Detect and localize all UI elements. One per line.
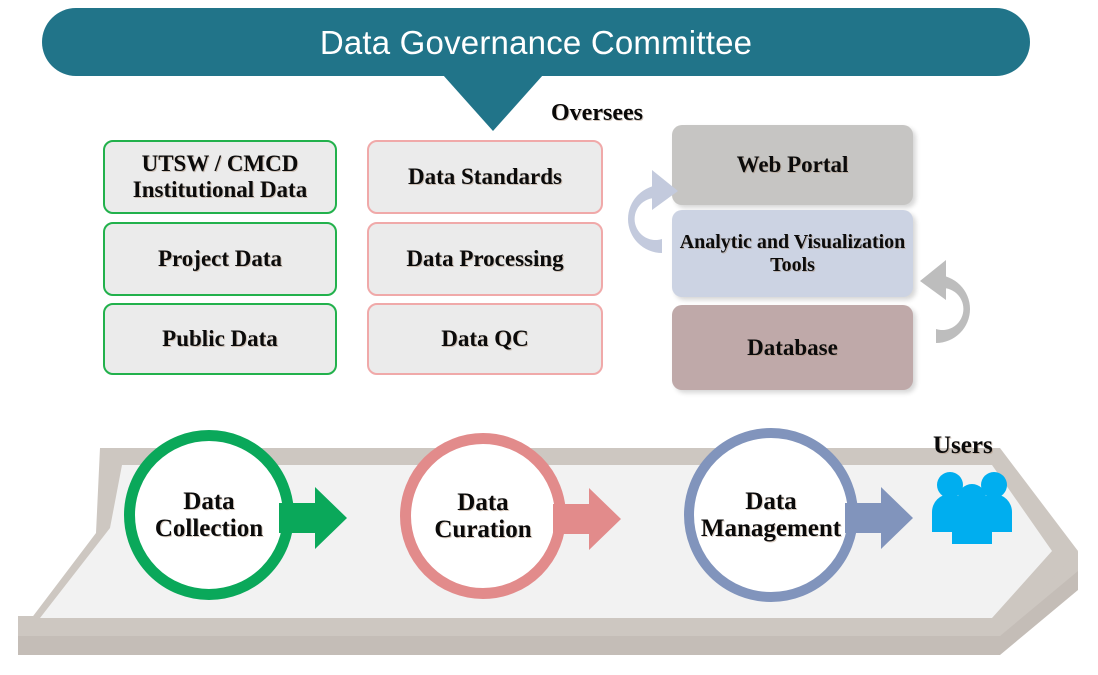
process-box-data-standards[interactable]: Data Standards — [367, 140, 603, 214]
oversees-label: Oversees — [551, 100, 643, 126]
system-box-web-portal[interactable]: Web Portal — [672, 125, 913, 205]
pipeline-arrow-3-icon — [845, 487, 913, 549]
governance-banner: Data Governance Committee — [42, 8, 1030, 76]
pipeline-stage-data-curation[interactable]: Data Curation — [400, 433, 566, 599]
source-box-public-data[interactable]: Public Data — [103, 303, 337, 375]
pipeline-arrow-2-icon — [553, 488, 621, 550]
page-title: Data Governance Committee — [319, 23, 753, 61]
pipeline-arrow-1-icon — [279, 487, 347, 549]
users-label: Users — [933, 432, 993, 459]
source-box-institutional-data[interactable]: UTSW / CMCD Institutional Data — [103, 140, 337, 214]
users-group-icon — [932, 472, 1012, 544]
refresh-arrow-left-icon — [628, 170, 678, 253]
system-box-analytic-visualization-tools[interactable]: Analytic and Visualization Tools — [672, 210, 913, 297]
oversees-arrow-icon — [443, 75, 543, 131]
band-bottom-face — [18, 570, 1078, 655]
pipeline-stage-data-collection[interactable]: Data Collection — [124, 430, 294, 600]
system-box-database[interactable]: Database — [672, 305, 913, 390]
refresh-arrow-right-icon — [920, 260, 970, 343]
process-box-data-qc[interactable]: Data QC — [367, 303, 603, 375]
process-box-data-processing[interactable]: Data Processing — [367, 222, 603, 296]
pipeline-stage-data-management[interactable]: Data Management — [684, 428, 858, 602]
source-box-project-data[interactable]: Project Data — [103, 222, 337, 296]
